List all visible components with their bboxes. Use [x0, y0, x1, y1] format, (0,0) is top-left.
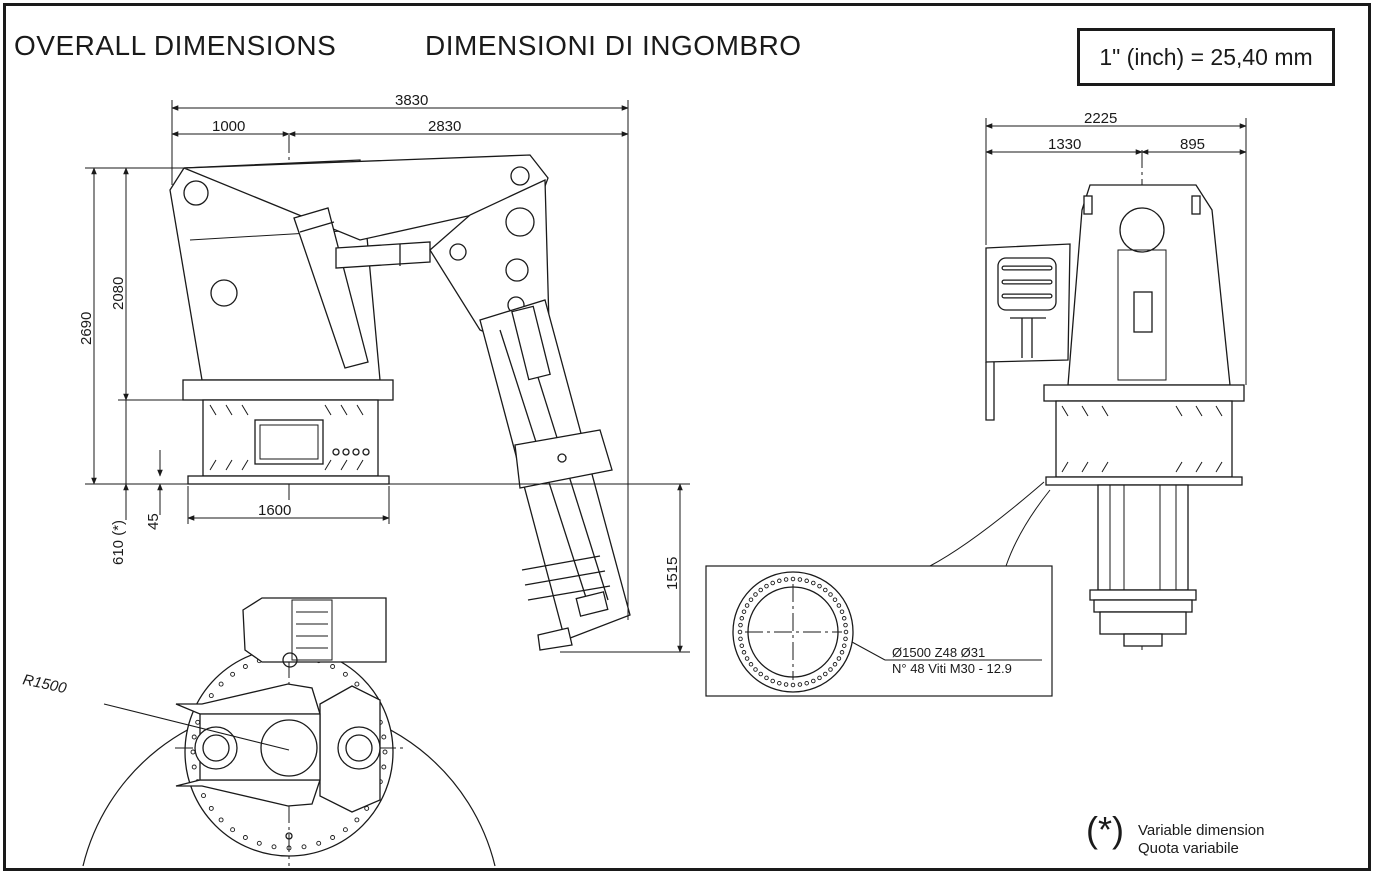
footnote-english: Variable dimension — [1138, 822, 1265, 839]
bolt-hole — [804, 578, 809, 584]
bolt-hole — [738, 636, 743, 642]
bolt-hole — [242, 664, 248, 669]
bolt-hole — [208, 805, 214, 811]
bolt-hole — [230, 671, 236, 677]
bolt-hole — [836, 603, 842, 608]
bolt-hole — [330, 835, 336, 840]
bolt-hole — [753, 592, 758, 597]
bolt-hole — [218, 681, 224, 687]
bolt-hole — [832, 662, 838, 667]
bolt-hole — [777, 578, 782, 584]
bolt-hole — [256, 840, 262, 846]
bolt-hole — [230, 827, 236, 833]
bolt-hole — [758, 587, 763, 593]
bolt-hole — [382, 749, 388, 755]
side-view — [85, 100, 690, 653]
bolt-hole — [739, 643, 745, 648]
bolt-hole — [811, 678, 816, 684]
bolt-hole — [841, 616, 847, 621]
bolt-hole — [783, 682, 789, 687]
bolt-hole — [832, 597, 838, 602]
bolt-hole — [753, 667, 758, 672]
bolt-hole — [737, 629, 743, 635]
bolt-hole — [823, 671, 828, 677]
bolt-hole — [744, 656, 750, 661]
bolt-hole — [342, 827, 348, 833]
bolt-hole — [841, 643, 847, 648]
bolt-hole — [738, 622, 743, 628]
bolt-hole — [381, 734, 387, 740]
bolt-hole — [741, 650, 747, 655]
bolt-hole — [271, 844, 277, 850]
bolt-hole — [790, 682, 796, 688]
sheet-frame — [3, 3, 1371, 871]
bolt-hole — [770, 678, 775, 684]
inch-conversion-box: 1" (inch) = 25,40 mm — [1077, 28, 1335, 86]
bolt-hole — [804, 680, 809, 686]
bolt-hole — [839, 650, 845, 655]
bolt-hole — [843, 629, 849, 635]
top-view — [82, 597, 496, 867]
bolt-hole — [770, 580, 775, 586]
bolt-hole — [342, 671, 348, 677]
footnote-italian: Quota variabile — [1138, 840, 1239, 857]
bolt-hole — [823, 587, 828, 593]
bolt-hole — [817, 675, 822, 681]
bolt-hole — [758, 671, 763, 677]
footnote-symbol: (*) — [1086, 809, 1124, 850]
bolt-hole — [839, 609, 845, 614]
bolt-hole — [354, 817, 360, 823]
bolt-hole — [741, 609, 747, 614]
bolt-hole — [739, 616, 745, 621]
bolt-hole — [744, 603, 750, 608]
title-italian: DIMENSIONI DI INGOMBRO — [425, 30, 802, 61]
bolt-hole — [783, 577, 789, 582]
bolt-hole — [790, 576, 796, 582]
bolt-hole — [843, 622, 848, 628]
bolt-hole — [817, 583, 822, 589]
bolt-hole — [191, 734, 197, 740]
bolt-hole — [797, 682, 803, 687]
bolt-hole — [381, 764, 387, 770]
bolt-hole — [764, 675, 769, 681]
bolt-hole — [777, 680, 782, 686]
bolt-hole — [218, 817, 224, 823]
front-view — [985, 118, 1247, 650]
bolt-hole — [828, 667, 833, 672]
bolt-hole — [191, 764, 197, 770]
title-english: OVERALL DIMENSIONS — [14, 30, 337, 61]
bolt-hole — [748, 662, 754, 667]
flange-detail — [705, 481, 1053, 697]
bolt-hole — [242, 835, 248, 840]
bolt-hole — [748, 597, 754, 602]
bolt-hole — [828, 592, 833, 597]
bolt-hole — [330, 664, 336, 669]
bolt-hole — [843, 636, 848, 642]
bolt-hole — [201, 793, 206, 799]
bolt-hole — [301, 844, 307, 850]
bolt-hole — [811, 580, 816, 586]
bolt-hole — [764, 583, 769, 589]
bolt-hole — [316, 840, 322, 846]
bolt-hole — [354, 681, 360, 687]
bolt-hole — [836, 656, 842, 661]
bolt-hole — [797, 577, 803, 582]
bolt-hole — [208, 693, 214, 699]
